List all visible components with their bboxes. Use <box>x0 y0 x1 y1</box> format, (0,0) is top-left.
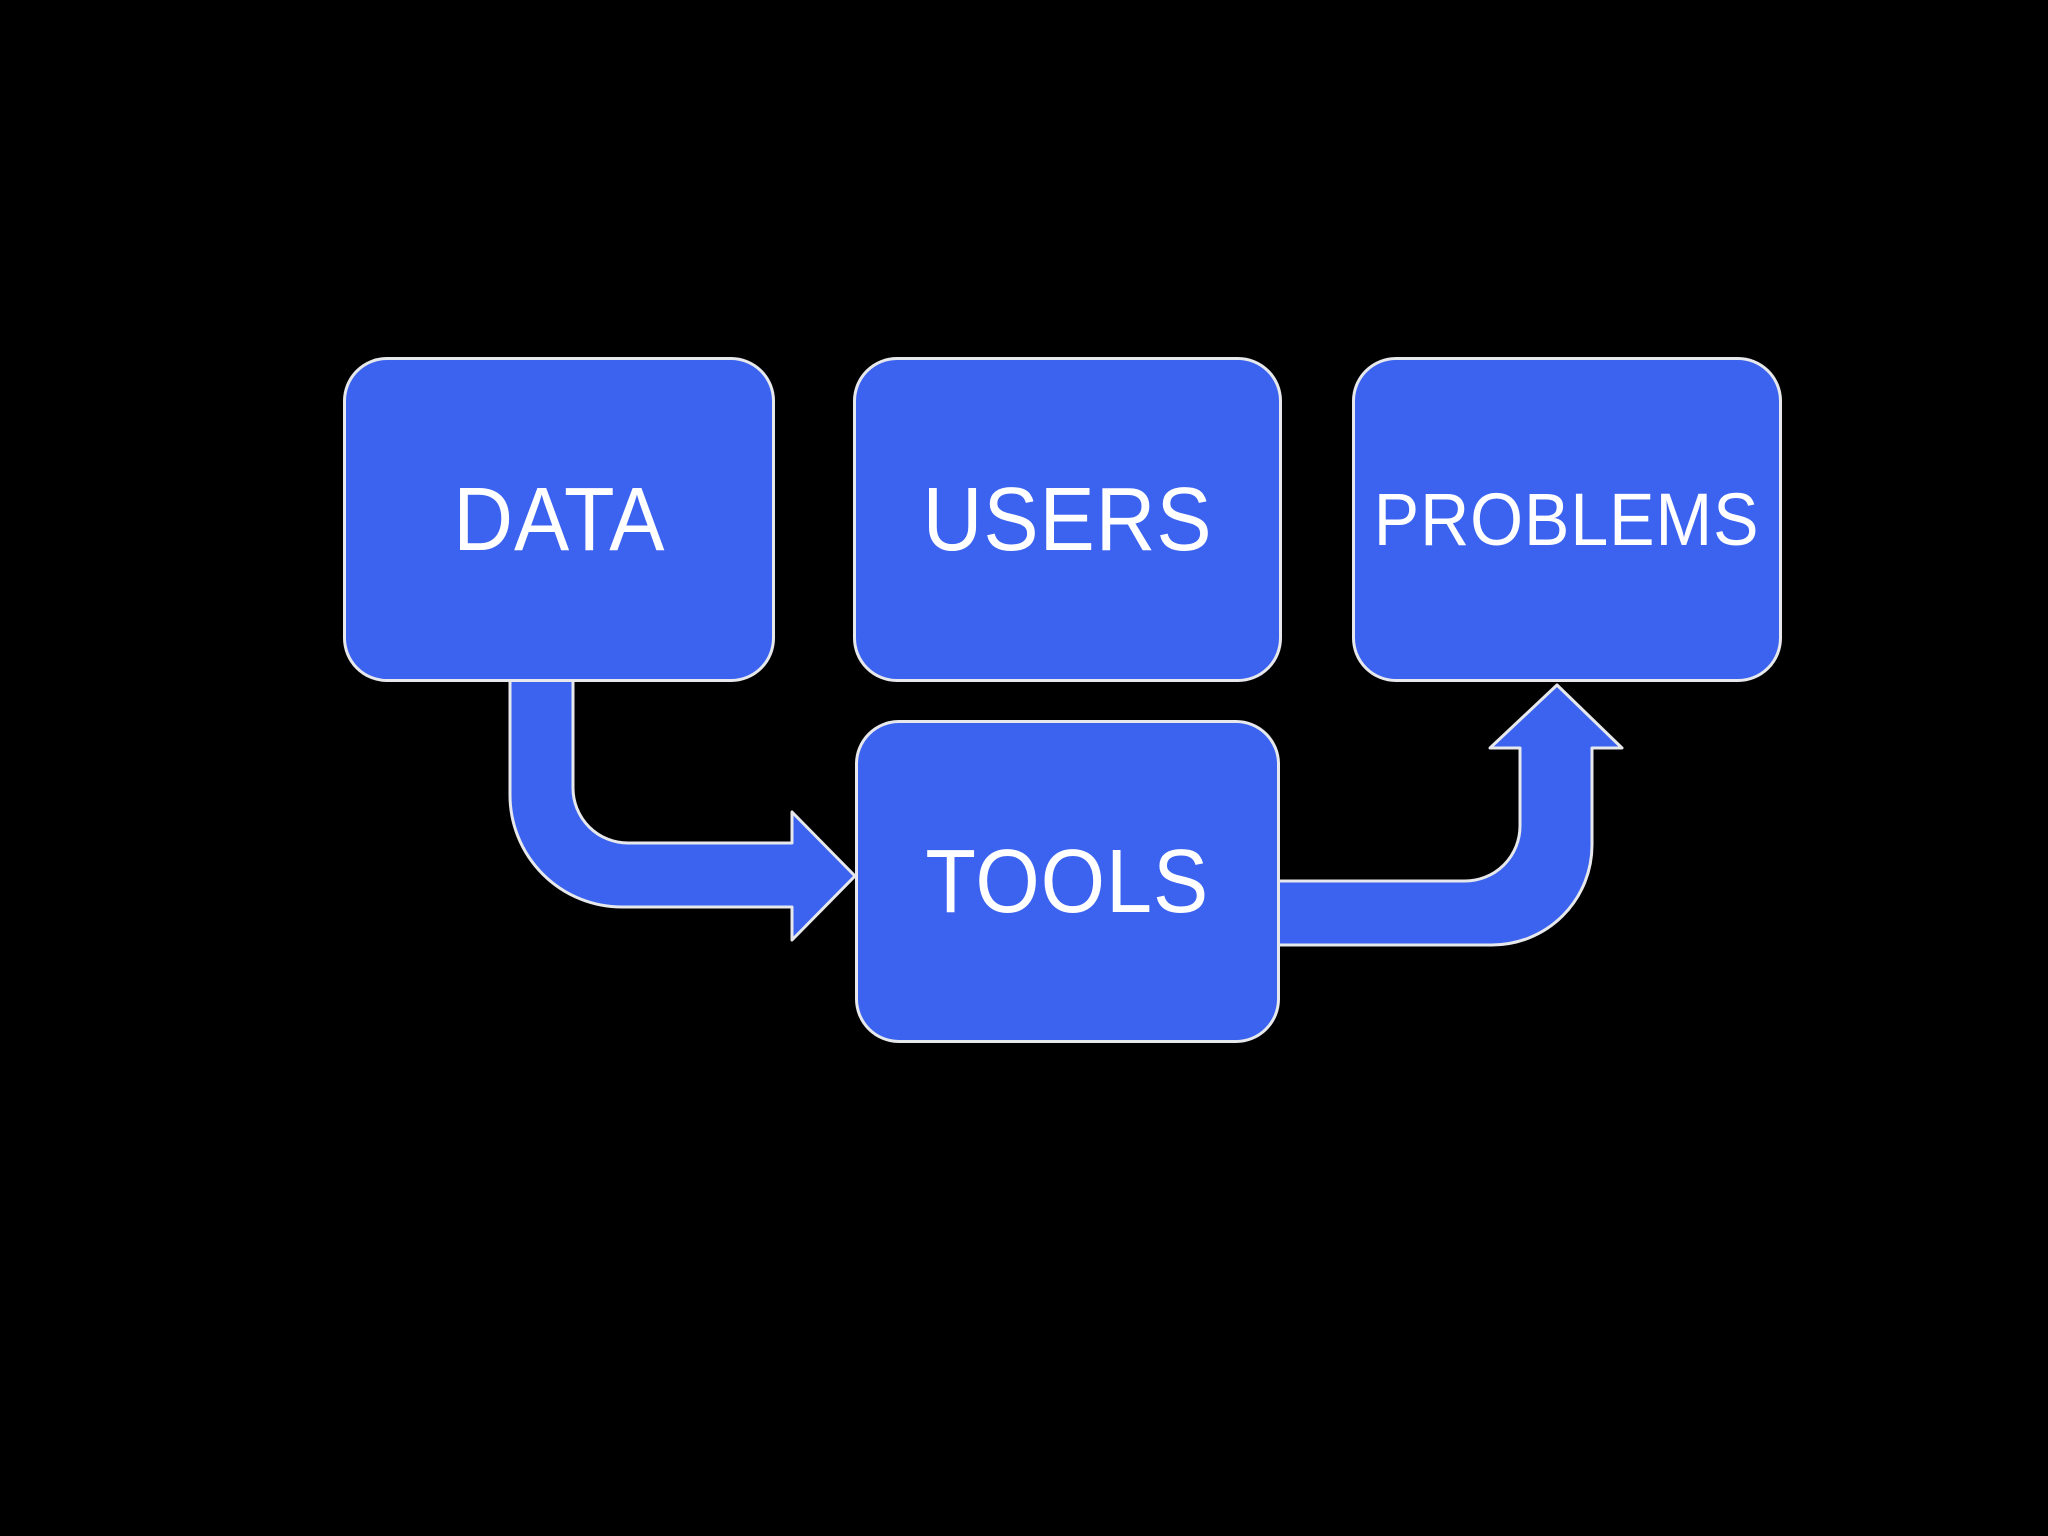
node-problems: PROBLEMS <box>1352 357 1782 682</box>
arrow-tools-to-problems <box>1271 683 1624 947</box>
arrow-data-to-tools <box>508 673 857 942</box>
node-tools: TOOLS <box>855 720 1280 1043</box>
node-tools-label: TOOLS <box>925 831 1210 932</box>
node-data: DATA <box>343 357 775 682</box>
node-problems-label: PROBLEMS <box>1374 477 1760 561</box>
node-users: USERS <box>853 357 1282 682</box>
node-data-label: DATA <box>452 469 666 570</box>
node-users-label: USERS <box>922 469 1213 570</box>
